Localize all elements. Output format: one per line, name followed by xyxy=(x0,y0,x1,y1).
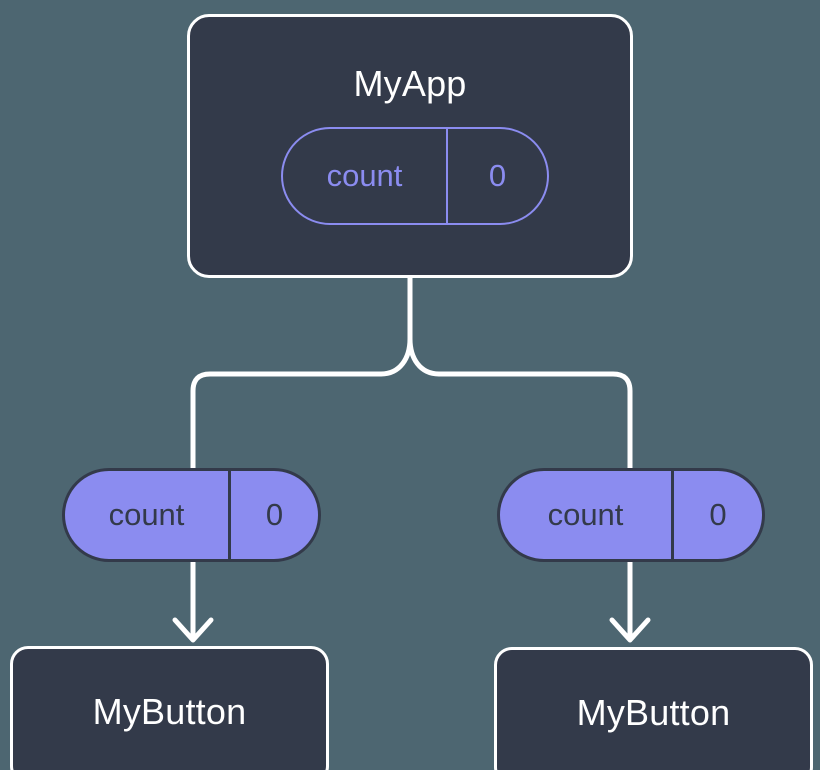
component-node-myapp[interactable]: MyApp count 0 xyxy=(187,14,633,278)
state-pill-branch-right-value: 0 xyxy=(709,497,727,532)
state-pill-root[interactable]: count 0 xyxy=(281,127,549,225)
component-node-mybutton-right[interactable]: MyButton xyxy=(494,647,813,770)
component-label-myapp: MyApp xyxy=(353,63,467,104)
branch-line-left xyxy=(190,336,413,473)
state-pill-branch-left-key: count xyxy=(65,471,231,559)
component-label-mybutton-right: MyButton xyxy=(576,692,731,733)
branch-line-right xyxy=(407,336,633,473)
state-pill-branch-right[interactable]: count 0 xyxy=(497,468,765,562)
component-node-mybutton-left[interactable]: MyButton xyxy=(10,646,329,770)
state-pill-branch-left-value: 0 xyxy=(265,497,284,532)
state-pill-root-key: count xyxy=(283,129,448,223)
arrow-head-left-icon xyxy=(172,617,214,643)
state-pill-branch-left[interactable]: count 0 xyxy=(62,468,321,562)
arrow-head-right-icon xyxy=(609,617,651,643)
state-pill-branch-right-key: count xyxy=(500,471,674,559)
state-pill-root-value: 0 xyxy=(488,158,507,193)
component-label-mybutton-left: MyButton xyxy=(92,691,247,732)
